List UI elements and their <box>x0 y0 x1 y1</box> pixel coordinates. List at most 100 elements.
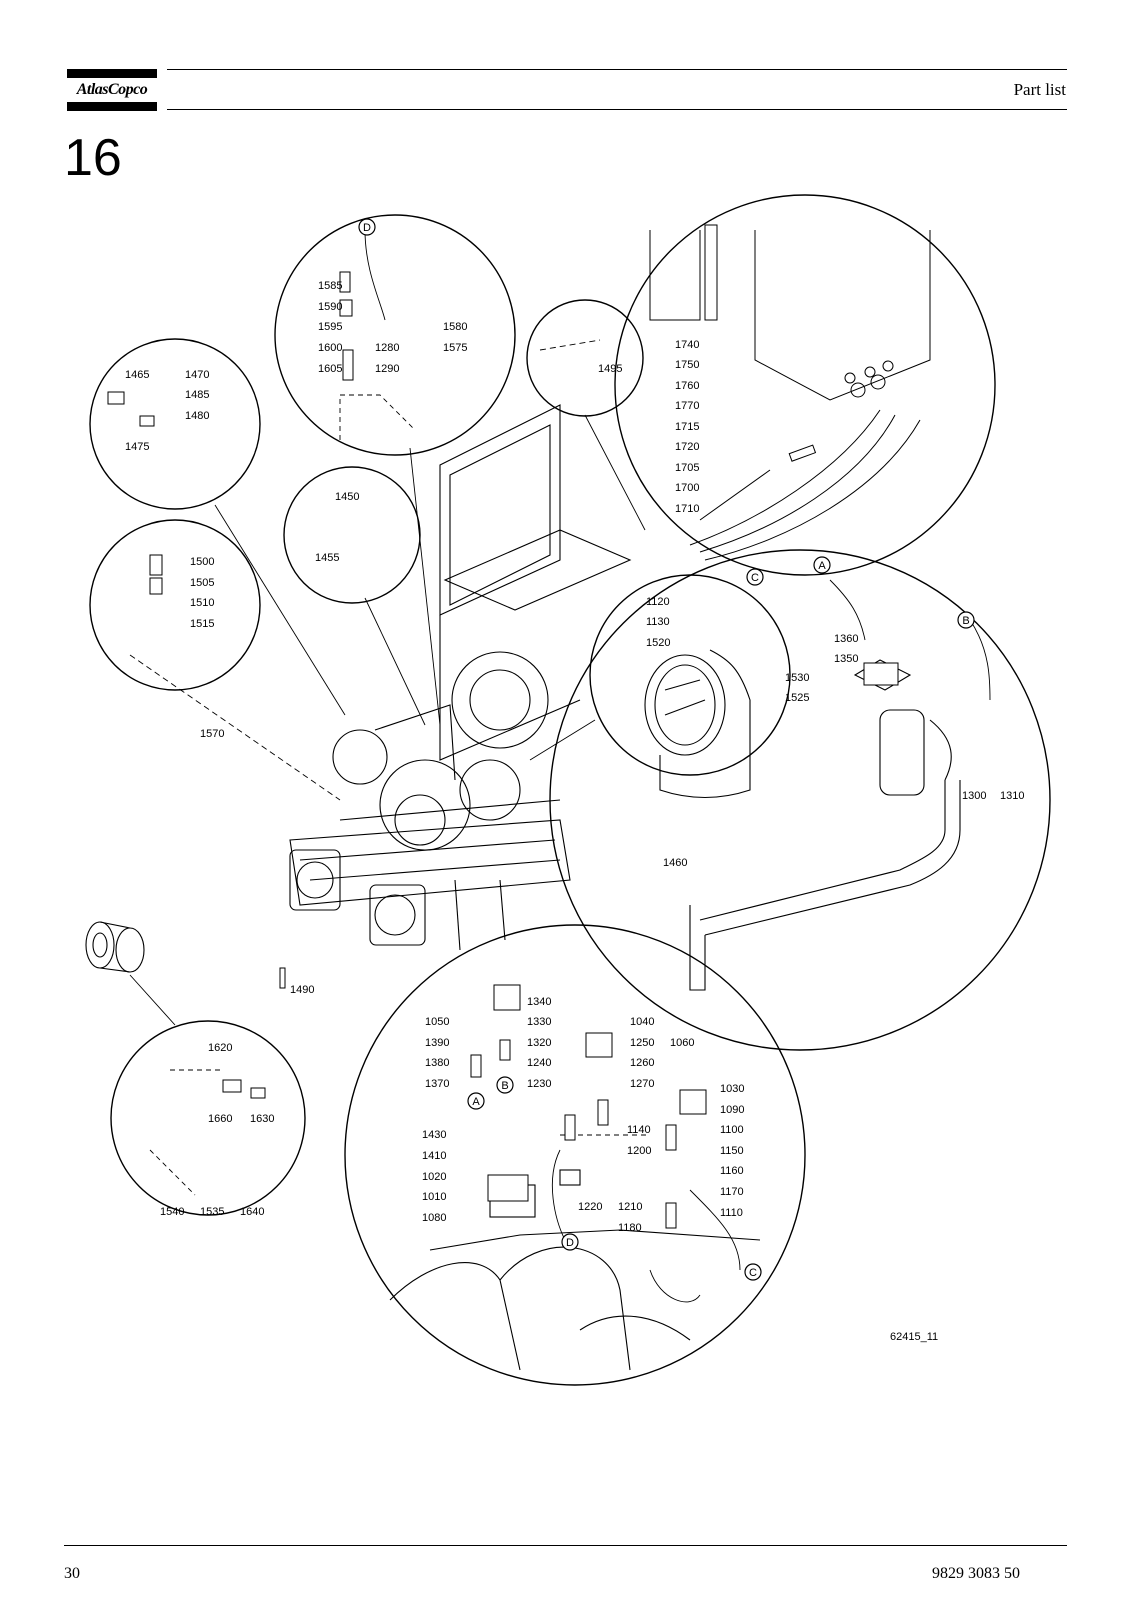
part-label: 1410 <box>422 1150 446 1162</box>
callout-letter: C <box>744 1263 762 1281</box>
part-label: 1130 <box>646 616 670 628</box>
part-label: 1430 <box>422 1129 446 1141</box>
part-label: 1210 <box>618 1201 642 1213</box>
part-label: 1640 <box>240 1206 264 1218</box>
page-number: 30 <box>64 1565 80 1582</box>
part-label: 1150 <box>720 1145 744 1157</box>
logo-bar-top <box>67 69 157 78</box>
part-label: 1090 <box>720 1104 744 1116</box>
part-label: 1220 <box>578 1201 602 1213</box>
part-label: 1575 <box>443 342 467 354</box>
part-label: 1600 <box>318 342 342 354</box>
part-label: 1465 <box>125 369 149 381</box>
filter-detail <box>689 659 961 991</box>
part-label: 1060 <box>670 1037 694 1049</box>
part-label: 1605 <box>318 363 342 375</box>
machine-assembly <box>289 404 632 951</box>
flange-part <box>85 921 145 973</box>
part-label: 1540 <box>160 1206 184 1218</box>
callout-letters: D C A B B A D C <box>358 218 975 1281</box>
cabinet-detail <box>649 224 931 561</box>
part-label: 1660 <box>208 1113 232 1125</box>
part-label: 1280 <box>375 342 399 354</box>
part-label: 1700 <box>675 482 699 494</box>
part-label: 1200 <box>627 1145 651 1157</box>
callout-letter: A <box>467 1092 485 1110</box>
callout-letter: D <box>561 1233 579 1251</box>
detail-circle-c <box>589 574 791 776</box>
part-label: 1270 <box>630 1078 654 1090</box>
atlas-copco-logo: AtlasCopco <box>76 81 148 98</box>
part-label: 1475 <box>125 441 149 453</box>
part-label: 1740 <box>675 339 699 351</box>
part-label: 1760 <box>675 380 699 392</box>
part-label: 1100 <box>720 1124 744 1136</box>
part-label: 1240 <box>527 1057 551 1069</box>
part-label: 1570 <box>200 728 224 740</box>
part-label: 1500 <box>190 556 214 568</box>
detail-circle-1465 <box>89 338 261 510</box>
part-label: 1310 <box>1000 790 1024 802</box>
part-label: 1525 <box>785 692 809 704</box>
part-label: 1330 <box>527 1016 551 1028</box>
drawing-number: 62415_11 <box>890 1331 938 1343</box>
part-label: 1705 <box>675 462 699 474</box>
footer-rule <box>64 1545 1067 1546</box>
part-label: 1480 <box>185 410 209 422</box>
detail-circles <box>89 194 1051 1386</box>
svg-text:C: C <box>749 1267 757 1279</box>
lower-housing <box>389 1169 761 1371</box>
section-number: 16 <box>64 129 122 187</box>
header-rule-bottom <box>167 109 1067 110</box>
part-label: 1290 <box>375 363 399 375</box>
part-label: 1050 <box>425 1016 449 1028</box>
part-label: 1485 <box>185 389 209 401</box>
part-label: 1470 <box>185 369 209 381</box>
fittings <box>107 271 899 1229</box>
part-label: 1140 <box>627 1124 651 1136</box>
part-label: 1260 <box>630 1057 654 1069</box>
part-label: 1510 <box>190 597 214 609</box>
part-label: 1490 <box>290 984 314 996</box>
logo-bar-bottom <box>67 102 157 111</box>
part-label: 1170 <box>720 1186 744 1198</box>
svg-text:D: D <box>363 222 371 234</box>
detail-circle-1495 <box>526 299 644 417</box>
part-label: 1110 <box>720 1207 743 1219</box>
part-label: 1230 <box>527 1078 551 1090</box>
part-label: 1505 <box>190 577 214 589</box>
part-label: 1585 <box>318 280 342 292</box>
part-label: 1530 <box>785 672 809 684</box>
svg-text:B: B <box>962 615 969 627</box>
part-label: 1350 <box>834 653 858 665</box>
part-label: 1460 <box>663 857 687 869</box>
svg-text:A: A <box>818 560 826 572</box>
part-labels: 1585159015951600160515801575128012901465… <box>125 280 1024 1234</box>
part-label: 1030 <box>720 1083 744 1095</box>
part-label: 1495 <box>598 363 622 375</box>
part-label: 1120 <box>646 596 670 608</box>
header-title: Part list <box>1013 80 1066 99</box>
part-label: 1160 <box>720 1165 744 1177</box>
detail-circle-right <box>549 549 1051 1051</box>
svg-text:B: B <box>501 1080 508 1092</box>
part-label: 1250 <box>630 1037 654 1049</box>
part-label: 1520 <box>646 637 670 649</box>
part-label: 1040 <box>630 1016 654 1028</box>
part-label: 1455 <box>315 552 339 564</box>
callout-letter: C <box>746 568 764 586</box>
callout-letter: A <box>813 556 831 574</box>
part-label: 1340 <box>527 996 551 1008</box>
part-label: 1580 <box>443 321 467 333</box>
detail-circle-top-right <box>614 194 996 576</box>
part-label: 1360 <box>834 633 858 645</box>
part-label: 1010 <box>422 1191 446 1203</box>
part-label: 1590 <box>318 301 342 313</box>
part-label: 1300 <box>962 790 986 802</box>
detail-circle-1500 <box>89 519 261 691</box>
elbow-housing <box>644 649 751 799</box>
detail-circle-bottom <box>344 924 806 1386</box>
part-label: 1080 <box>422 1212 446 1224</box>
svg-text:C: C <box>751 572 759 584</box>
